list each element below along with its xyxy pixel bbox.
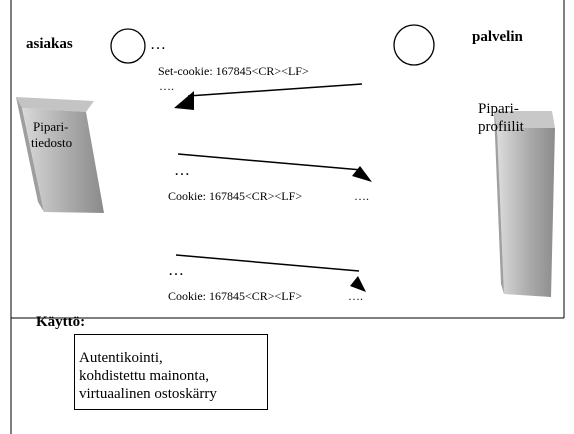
set-cookie-arrowhead [174, 91, 194, 110]
cookie-message-2-trailing: …. [348, 289, 363, 303]
server-profiles-shape [494, 111, 555, 297]
set-cookie-message: Set-cookie: 167845<CR><LF> [158, 64, 309, 78]
usage-item-1: Autentikointi, [79, 350, 163, 366]
cookie-arrow-1-line [177, 153, 363, 171]
client-circle [110, 28, 146, 64]
client-cookie-file-shape [16, 97, 104, 213]
request-2-ellipsis: … [168, 262, 184, 279]
set-cookie-arrow-line [187, 83, 363, 97]
cookie-arrow-2-arrowhead [350, 276, 366, 292]
server-circle [393, 24, 435, 66]
usage-heading: Käyttö: [36, 314, 86, 330]
server-store-label-line2: profiilit [478, 119, 524, 135]
cookie-message-1: Cookie: 167845<CR><LF> [168, 189, 303, 203]
client-store-label-line1: Pipari- [33, 119, 69, 134]
usage-item-2: kohdistettu mainonta, [79, 368, 209, 384]
request-1-ellipsis: … [174, 162, 190, 179]
client-store-label-line2: tiedosto [31, 135, 73, 150]
server-label: palvelin [472, 29, 523, 45]
cookie-message-2: Cookie: 167845<CR><LF> [168, 289, 303, 303]
client-ellipsis: … [150, 36, 166, 53]
cookie-arrow-1-arrowhead [352, 166, 372, 182]
usage-item-3: virtuaalinen ostoskärry [79, 386, 217, 402]
client-label: asiakas [26, 36, 73, 52]
cookie-message-1-trailing: …. [354, 189, 369, 203]
cookie-arrow-2-line [175, 254, 360, 272]
server-store-label-line1: Pipari- [478, 101, 519, 117]
usage-box: Autentikointi, kohdistettu mainonta, vir… [74, 334, 268, 410]
set-cookie-trailing: …. [159, 79, 174, 93]
